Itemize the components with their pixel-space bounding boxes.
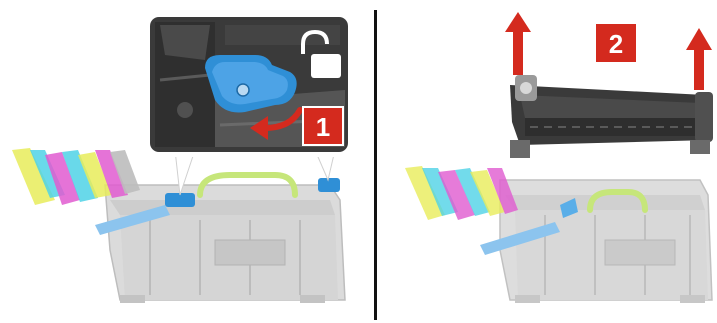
panel-divider xyxy=(374,10,377,320)
left-panel: 1 xyxy=(12,12,353,303)
printer-imaging-kit xyxy=(500,180,712,303)
step-number-1: 1 xyxy=(316,112,330,142)
right-latch xyxy=(318,178,340,192)
step-badge-1: 1 xyxy=(303,107,343,145)
lift-arrow-icon xyxy=(686,28,712,90)
printer-imaging-kit xyxy=(105,185,345,303)
imaging-unit xyxy=(510,75,713,158)
step-badge-2: 2 xyxy=(596,24,636,62)
latch-callout: 1 xyxy=(145,12,353,195)
lift-arrow-icon xyxy=(505,12,531,75)
toner-cartridges xyxy=(405,166,518,220)
right-panel: 2 xyxy=(405,12,713,303)
step-number-2: 2 xyxy=(609,29,623,59)
